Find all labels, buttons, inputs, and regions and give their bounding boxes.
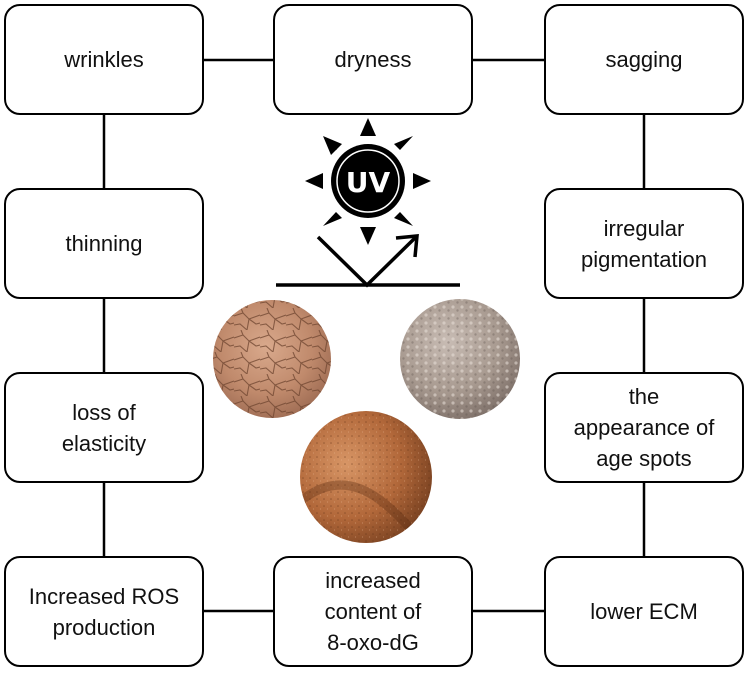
box-sagging: sagging bbox=[544, 4, 744, 115]
box-thinning: thinning bbox=[4, 188, 204, 299]
uv-reflection-arrow bbox=[276, 234, 460, 288]
box-irregular-pigmentation: irregular pigmentation bbox=[544, 188, 744, 299]
box-dryness: dryness bbox=[273, 4, 473, 115]
box-age-spots: the appearance of age spots bbox=[544, 372, 744, 483]
tan-skin-closeup-image bbox=[300, 411, 432, 543]
box-wrinkles: wrinkles bbox=[4, 4, 204, 115]
box-lower-ecm: lower ECM bbox=[544, 556, 744, 667]
cracked-dry-skin-image bbox=[213, 300, 331, 418]
uv-label: UV bbox=[346, 166, 391, 199]
bumpy-pale-skin-image bbox=[400, 299, 520, 419]
box-8-oxo-dg: increased content of 8-oxo-dG bbox=[273, 556, 473, 667]
connector-lines bbox=[102, 58, 646, 613]
box-increased-ros: Increased ROS production bbox=[4, 556, 204, 667]
sun-icon: UV bbox=[305, 118, 431, 245]
box-loss-of-elasticity: loss of elasticity bbox=[4, 372, 204, 483]
